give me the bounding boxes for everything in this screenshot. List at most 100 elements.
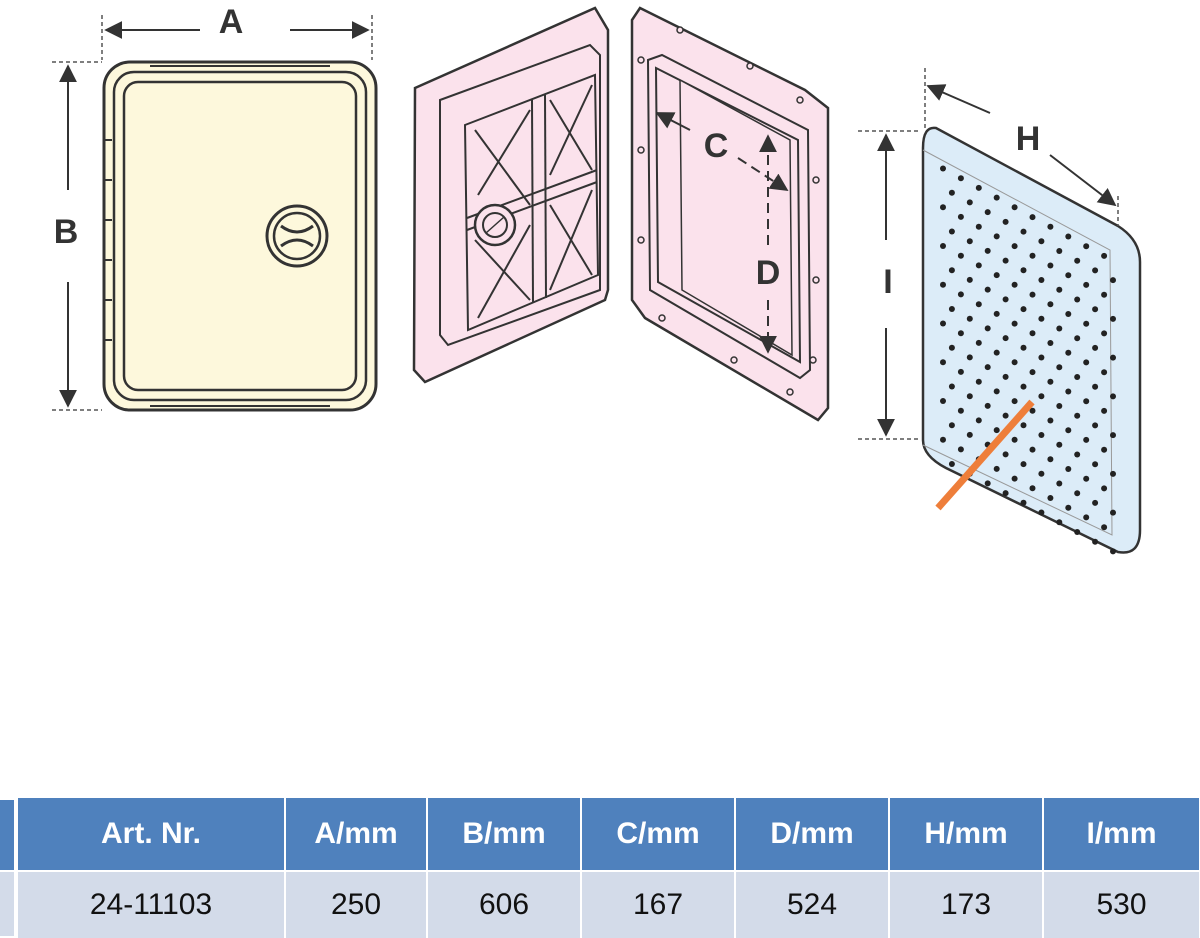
column-header: H/mm bbox=[889, 798, 1044, 871]
perforation-dot bbox=[975, 417, 982, 424]
perforation-dot bbox=[1083, 475, 1090, 482]
perforation-dot bbox=[1020, 422, 1027, 429]
perforation-dot bbox=[1056, 480, 1063, 487]
perforation-dot bbox=[1092, 267, 1099, 274]
perforation-dot bbox=[966, 238, 973, 245]
perforation-dot bbox=[1038, 470, 1045, 477]
perforation-dot bbox=[1047, 340, 1054, 346]
perforation-dot bbox=[1047, 301, 1054, 308]
perforation-dot bbox=[1074, 412, 1081, 419]
perforation-dot bbox=[1038, 277, 1045, 283]
perforation-dot bbox=[1011, 243, 1018, 250]
dimension-i-label: I bbox=[883, 263, 892, 301]
perforation-dot bbox=[975, 223, 982, 230]
perforation-dot bbox=[1056, 441, 1063, 448]
table-edge-stub bbox=[0, 800, 14, 870]
table-header-row: Art. Nr. A/mm B/mm C/mm D/mm H/mm I/mm bbox=[18, 798, 1200, 871]
perforation-dot bbox=[966, 315, 973, 322]
perforation-dot bbox=[1002, 335, 1009, 342]
perforation-dot bbox=[1092, 383, 1099, 390]
frame-handle-socket bbox=[473, 203, 517, 247]
perforation-dot bbox=[1002, 412, 1009, 419]
perforation-dot bbox=[948, 461, 955, 467]
perforation-dot bbox=[1020, 267, 1027, 274]
perforation-dot bbox=[940, 165, 946, 172]
perforation-dot bbox=[1074, 529, 1081, 535]
perforation-dot bbox=[957, 175, 964, 182]
screw-holes bbox=[637, 26, 820, 396]
perforation-dot bbox=[1011, 359, 1018, 366]
perforation-dot bbox=[1083, 514, 1090, 521]
perforation-dot bbox=[1038, 238, 1045, 245]
perforation-dot bbox=[1110, 277, 1116, 284]
perforation-dot bbox=[1002, 218, 1009, 225]
frame-front-view bbox=[630, 6, 830, 422]
perforation-dot bbox=[948, 189, 955, 196]
perforation-dot bbox=[1020, 383, 1027, 390]
panel-perforations bbox=[940, 165, 1116, 555]
perforation-dot bbox=[957, 446, 964, 453]
perforation-dot bbox=[1056, 248, 1063, 254]
perforation-dot bbox=[1101, 252, 1108, 259]
perforation-dot bbox=[1047, 456, 1054, 463]
column-header: A/mm bbox=[285, 798, 428, 871]
perforation-dot bbox=[957, 291, 964, 298]
perforation-dot bbox=[1056, 364, 1063, 371]
perforation-dot bbox=[984, 247, 991, 254]
perforation-dot bbox=[1047, 262, 1054, 269]
perforation-dot bbox=[948, 228, 955, 235]
perforation-dot bbox=[1101, 369, 1108, 376]
perforation-dot bbox=[1092, 422, 1099, 429]
perforation-dot bbox=[993, 194, 1000, 201]
perforation-dot bbox=[1029, 446, 1036, 453]
perforation-dot bbox=[1011, 398, 1018, 405]
column-header: C/mm bbox=[581, 798, 736, 871]
perforation-dot bbox=[1011, 436, 1018, 443]
dimension-i: I bbox=[858, 130, 921, 440]
perforation-dot bbox=[1065, 233, 1072, 240]
dimension-c: C bbox=[655, 112, 789, 191]
perforation-dot bbox=[993, 272, 1000, 279]
perforation-dot bbox=[966, 199, 973, 206]
perforation-dot bbox=[1101, 446, 1108, 453]
perforation-dot bbox=[1083, 398, 1090, 405]
perforation-dot bbox=[993, 427, 1000, 434]
perforation-dot bbox=[1020, 499, 1027, 506]
perforation-dot bbox=[1101, 524, 1108, 531]
perforation-dot bbox=[1065, 311, 1072, 317]
perforation-dot bbox=[1011, 204, 1018, 211]
table-cell: 173 bbox=[889, 870, 1044, 938]
dimension-a-label: A bbox=[219, 3, 244, 41]
perforation-dot bbox=[957, 252, 964, 259]
perforation-dot bbox=[1065, 427, 1072, 434]
column-header: B/mm bbox=[427, 798, 582, 871]
perforation-dot bbox=[1065, 504, 1072, 511]
perforation-dot bbox=[957, 213, 964, 220]
column-header: Art. Nr. bbox=[18, 798, 286, 871]
perforation-dot bbox=[1092, 538, 1099, 545]
column-header: D/mm bbox=[735, 798, 890, 871]
perforation-dot bbox=[1083, 281, 1090, 288]
perforation-dot bbox=[1047, 378, 1054, 385]
perforation-dot bbox=[1092, 344, 1099, 351]
hatch-front-view bbox=[102, 60, 378, 412]
perforation-dot bbox=[1110, 354, 1116, 361]
table-cell: 530 bbox=[1043, 870, 1200, 938]
perforation-dot bbox=[1020, 306, 1027, 313]
perforation-dot bbox=[1092, 306, 1099, 313]
perforation-dot bbox=[940, 436, 946, 443]
perforation-dot bbox=[1047, 223, 1054, 230]
perforation-dot bbox=[1110, 548, 1116, 555]
dimension-c-label: C bbox=[704, 127, 729, 165]
perforation-dot bbox=[975, 339, 982, 346]
perforation-dot bbox=[1002, 296, 1009, 303]
perforation-dot bbox=[975, 301, 982, 308]
perforation-dot bbox=[957, 407, 964, 414]
hinge-marks bbox=[104, 139, 112, 341]
perforation-dot bbox=[1020, 461, 1027, 468]
perforation-dot bbox=[975, 184, 982, 191]
hatch-diagram: A B bbox=[52, 3, 1142, 555]
perforation-dot bbox=[1029, 330, 1036, 337]
perforation-dot bbox=[1029, 214, 1036, 221]
perforation-dot bbox=[1029, 369, 1036, 376]
